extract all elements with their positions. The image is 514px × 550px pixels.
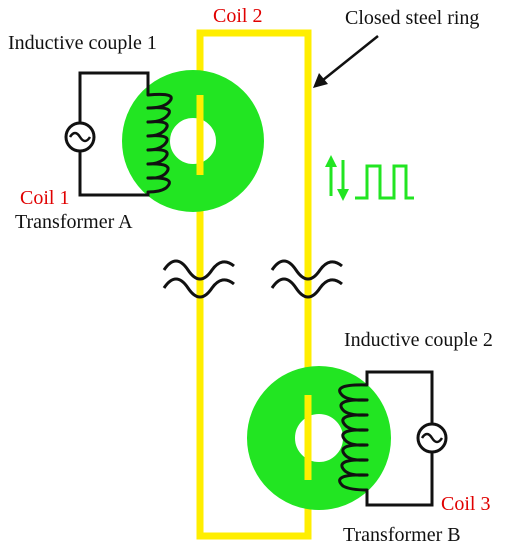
transformer-a-core (122, 70, 264, 212)
break-mark-icon-right (270, 259, 343, 299)
coil-3-windings (338, 383, 369, 492)
coil-2-label: Coil 2 (213, 5, 262, 27)
transformer-b-core (247, 366, 391, 510)
ac-source-icon-1 (64, 121, 96, 153)
closed-steel-ring-label: Closed steel ring (345, 7, 479, 29)
coil-1-wires (78, 71, 150, 197)
closed-steel-ring (196, 29, 312, 540)
pointer-arrow-icon (313, 35, 379, 88)
inductive-couple-2-label: Inductive couple 2 (344, 329, 493, 351)
up-down-arrows-icon (325, 155, 349, 201)
coil-3-label: Coil 3 (441, 493, 490, 515)
coil-1-label: Coil 1 (20, 187, 69, 209)
coil-1-windings (146, 92, 173, 194)
transformer-b-label: Transformer B (343, 524, 461, 546)
coil-3-wires (365, 370, 434, 507)
square-wave-icon (355, 164, 414, 200)
ac-source-icon-2 (416, 422, 448, 454)
inductive-couple-1-label: Inductive couple 1 (8, 32, 157, 54)
transformer-a-label: Transformer A (15, 211, 133, 233)
break-mark-icon-left (162, 259, 235, 299)
